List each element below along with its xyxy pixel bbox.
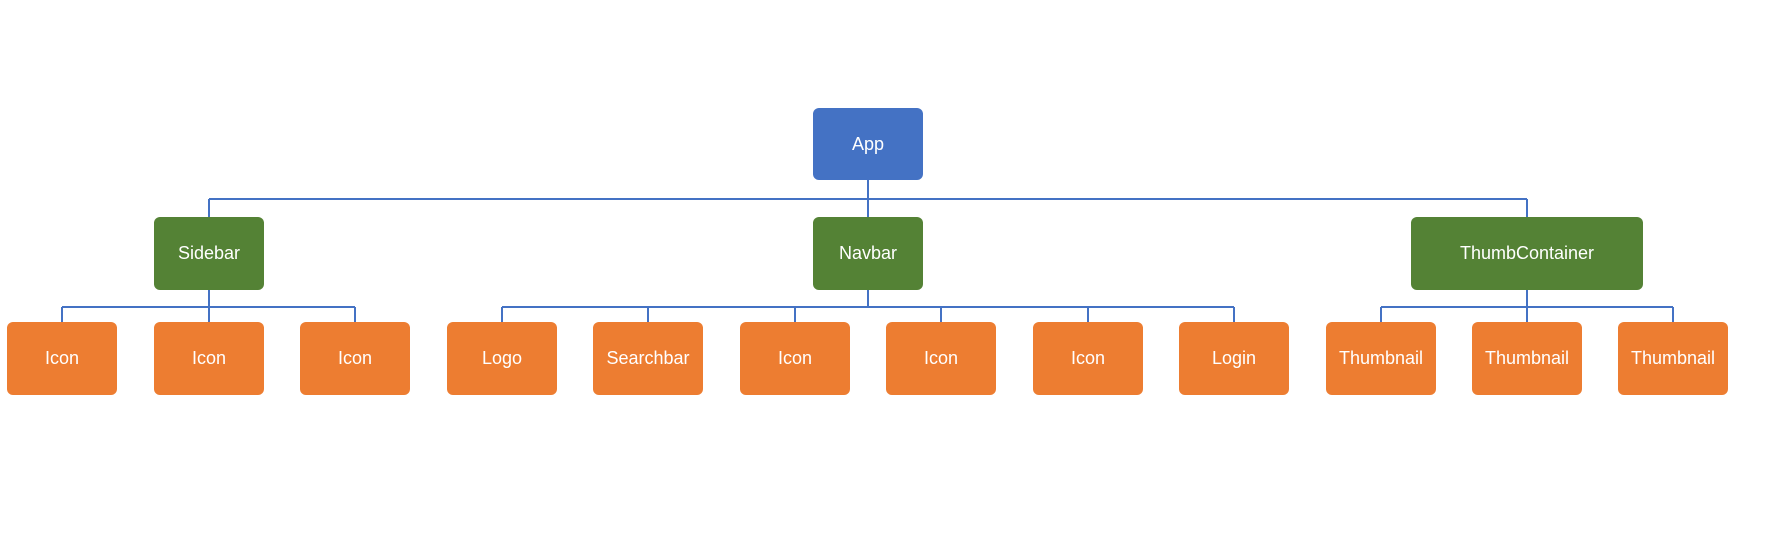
node-navbar-icon-3: Icon <box>1033 322 1143 395</box>
node-thumbnail-1: Thumbnail <box>1326 322 1436 395</box>
node-thumbnail-2: Thumbnail <box>1472 322 1582 395</box>
node-sidebar-icon-1: Icon <box>7 322 117 395</box>
node-navbar-logo: Logo <box>447 322 557 395</box>
node-sidebar-icon-2: Icon <box>154 322 264 395</box>
node-navbar: Navbar <box>813 217 923 290</box>
node-app: App <box>813 108 923 180</box>
node-navbar-searchbar: Searchbar <box>593 322 703 395</box>
node-thumbcontainer: ThumbContainer <box>1411 217 1643 290</box>
node-thumbnail-3: Thumbnail <box>1618 322 1728 395</box>
node-sidebar: Sidebar <box>154 217 264 290</box>
node-navbar-icon-1: Icon <box>740 322 850 395</box>
node-sidebar-icon-3: Icon <box>300 322 410 395</box>
node-navbar-icon-2: Icon <box>886 322 996 395</box>
node-navbar-login: Login <box>1179 322 1289 395</box>
